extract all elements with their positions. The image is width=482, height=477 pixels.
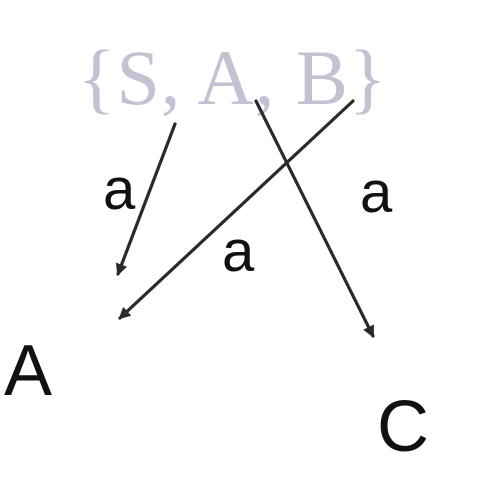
edge-label-middle: a xyxy=(222,219,255,284)
edge-label-right: a xyxy=(360,160,393,225)
edge-label-left: a xyxy=(103,157,136,222)
source-state-label: {S, A, B} xyxy=(78,34,387,121)
edge-arrow-a-to-c xyxy=(254,99,375,338)
edge-arrow-a-to-a-left xyxy=(115,122,177,276)
target-state-a: A xyxy=(4,331,52,411)
target-state-c: C xyxy=(377,387,429,467)
edge-arrow-a-to-a-crossing xyxy=(118,99,355,320)
